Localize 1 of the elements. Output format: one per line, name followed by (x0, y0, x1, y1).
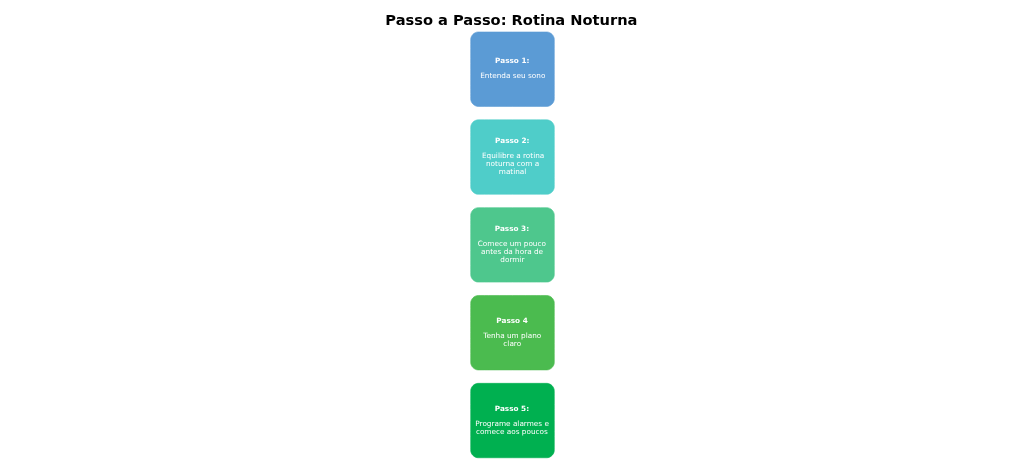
diagram-title: Passo a Passo: Rotina Noturna (384, 10, 637, 28)
